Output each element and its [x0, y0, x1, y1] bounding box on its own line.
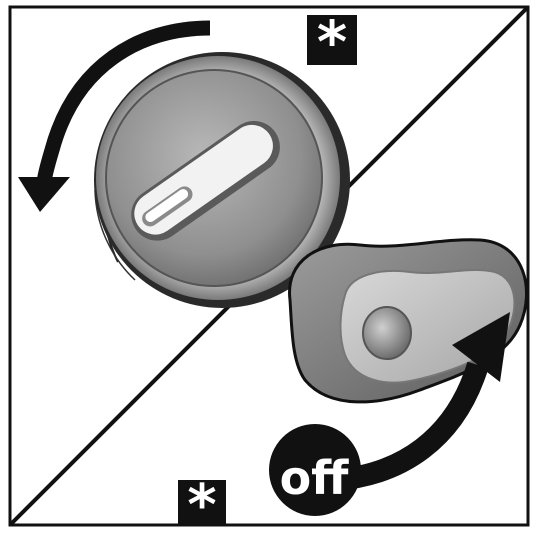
freezer-star-icon: *	[317, 8, 347, 76]
off-badge: off	[269, 424, 361, 516]
freezer-symbol-bottom: *	[178, 473, 226, 534]
freezer-star-icon: *	[187, 473, 216, 534]
off-label: off	[280, 451, 350, 505]
